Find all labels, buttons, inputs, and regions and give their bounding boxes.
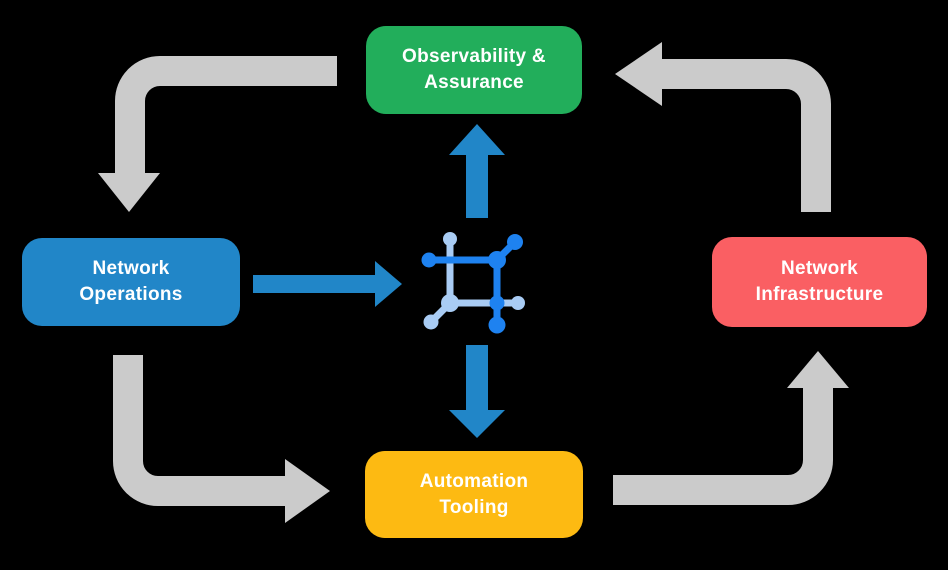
network-automation-icon [421,232,525,334]
node-observability-assurance: Observability & Assurance [366,26,582,114]
arrow-infrastructure-to-observability [615,42,831,212]
node-network-operations: Network Operations [22,238,240,326]
node-label-line: Network [780,258,859,280]
arrow-operations-to-center [253,261,402,307]
arrow-automation-to-infrastructure [613,351,849,505]
arrow-center-to-automation [449,345,505,438]
node-automation-tooling: Automation Tooling [365,451,583,538]
node-label-line: Network [92,258,170,280]
node-network-infrastructure: Network Infrastructure [712,237,927,327]
node-label-line: Infrastructure [755,284,884,305]
arrow-observability-to-operations [98,56,337,212]
arrow-center-to-observability [449,124,505,218]
node-label-line: Automation [419,470,529,492]
node-label-line: Operations [79,284,183,305]
node-label-line: Assurance [424,72,524,93]
node-label-line: Tooling [439,496,509,518]
node-label-line: Observability & [402,46,546,68]
arrow-operations-to-automation [113,355,330,523]
